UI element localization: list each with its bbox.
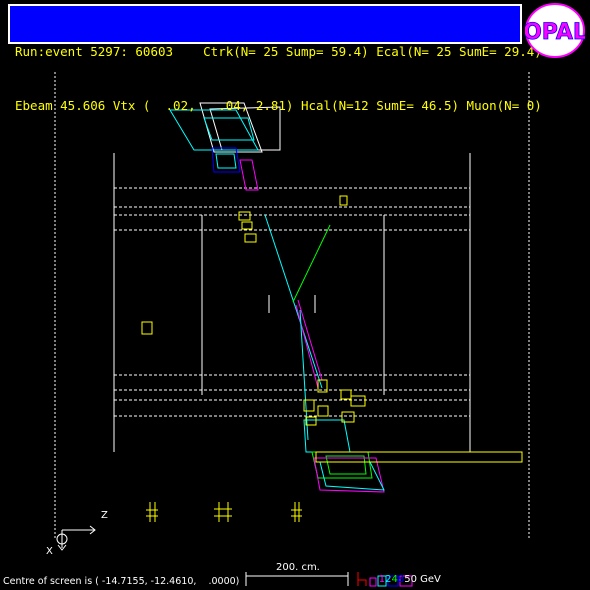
event-info-line-2: Ebeam 45.606 Vtx ( .02, .04, 2.81) Hcal(… [15, 98, 542, 113]
track-magenta-2 [297, 299, 323, 381]
lower-calorimeter-blocks [303, 419, 523, 493]
opal-logo-icon: OPAL [525, 3, 585, 58]
energy-legend-8: 8 [397, 574, 405, 585]
axes-icon [56, 525, 96, 551]
event-info-header: Run:event 5297: 60603 Ctrk(N= 25 Sump= 5… [8, 4, 542, 113]
scale-label: 200. cm. [276, 562, 320, 573]
energy-legend-1: 1 [378, 574, 386, 585]
energy-legend-gev: 50 GeV [404, 574, 441, 585]
outer-detector-frame [54, 72, 530, 540]
energy-legend-2: 2 [385, 574, 392, 585]
energy-legend: 124850 GeV [366, 563, 441, 590]
scale-bar [245, 572, 349, 586]
centre-of-screen-text: Centre of screen is ( -14.7155, -12.4610… [3, 576, 240, 587]
track-cyan-short [299, 309, 309, 441]
hit-markers [141, 195, 366, 522]
upper-calorimeter-blocks [169, 102, 281, 191]
central-detector [113, 153, 471, 452]
tracks [264, 214, 331, 441]
logo-text: OPAL [525, 20, 585, 45]
event-info-line-1: Run:event 5297: 60603 Ctrk(N= 25 Sump= 5… [15, 44, 542, 59]
track-green [292, 224, 331, 303]
x-axis-label: X [46, 546, 53, 557]
z-axis-label: Z [101, 510, 108, 521]
muon-chamber-hits [146, 502, 302, 522]
energy-scale-boxes [357, 572, 413, 587]
track-magenta [295, 304, 319, 389]
energy-legend-4: 4 [391, 574, 398, 585]
